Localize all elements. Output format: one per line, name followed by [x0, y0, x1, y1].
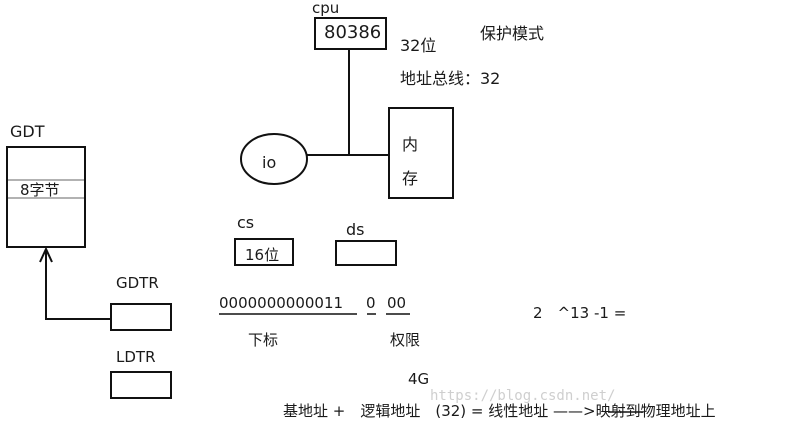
memory-box — [388, 107, 454, 199]
gdtr-label: GDTR — [116, 274, 159, 292]
cpu-model: 80386 — [324, 22, 382, 43]
cpu-label: cpu — [312, 0, 340, 17]
cs-label: cs — [237, 213, 255, 232]
cpu-bits: 32位 — [400, 36, 437, 55]
io-label: io — [262, 153, 277, 172]
memory-label-line2: 存 — [402, 169, 419, 188]
memory-label-line1: 内 — [402, 135, 419, 154]
gdtr-gdt-arrow — [45, 250, 110, 320]
address-bus-label: 地址总线：32 — [400, 69, 501, 88]
gdt-count-formula: 2 ^13 -1 = — [533, 304, 627, 322]
address-translation-text: 基地址 + 逻辑地址 (32) = 线性地址 ——>映射到物理地址上 — [283, 402, 716, 420]
selector-ti-bit: 0 — [366, 294, 376, 312]
ldtr-register-box — [110, 371, 172, 399]
cs-size-label: 16位 — [245, 246, 280, 264]
gdtr-gdt-arrowhead — [39, 246, 53, 263]
address-space-label: 4G — [408, 370, 430, 388]
cpu-box — [314, 17, 387, 50]
watermark: https://blog.csdn.net/ — [430, 388, 616, 404]
selector-rpl-bits: 00 — [387, 294, 407, 312]
cs-register-box — [234, 238, 294, 266]
protected-mode-label: 保护模式 — [480, 24, 545, 43]
ds-register-box — [335, 240, 397, 266]
gdt-entry-label: 8字节 — [20, 181, 60, 199]
gdtr-register-box — [110, 303, 172, 331]
selector-index-label: 下标 — [248, 331, 279, 349]
selector-index-bits: 0000000000011 — [219, 294, 344, 312]
gdt-label: GDT — [10, 122, 45, 141]
selector-rpl-label: 权限 — [390, 331, 421, 349]
gdt-table — [6, 146, 86, 248]
ds-label: ds — [346, 220, 365, 239]
io-ellipse — [240, 133, 308, 185]
ldtr-label: LDTR — [116, 348, 156, 366]
